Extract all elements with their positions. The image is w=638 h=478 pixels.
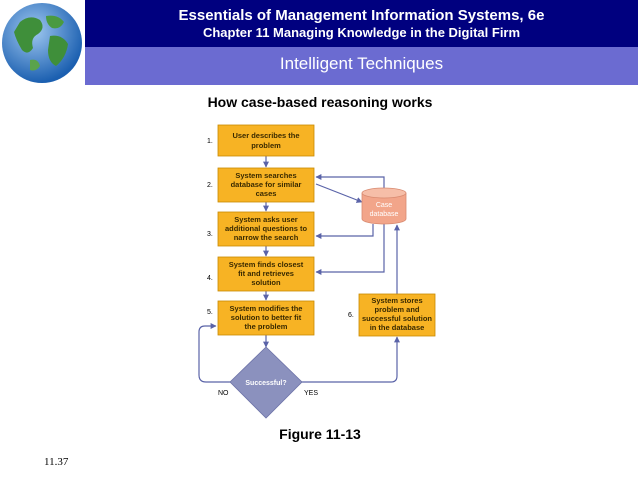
step-5-line-1: System modifies the: [230, 304, 303, 313]
step-2-number: 2.: [207, 182, 213, 189]
step-1-line-1: User describes the: [232, 131, 299, 140]
figure-caption: Figure 11-13: [279, 426, 361, 442]
globe-icon: [0, 0, 85, 85]
step-box-4: System finds closest fit and retrieves s…: [217, 256, 315, 292]
step-box-2: System searches database for similar cas…: [217, 167, 315, 203]
branch-yes-label: YES: [304, 390, 318, 397]
step-1-line-2: problem: [251, 141, 281, 150]
chapter-title: Chapter 11 Managing Knowledge in the Dig…: [202, 25, 521, 40]
arrow-yes-step6: [300, 336, 400, 383]
step-box-6: System stores problem and successful sol…: [358, 293, 436, 337]
step-5-line-2: solution to better fit: [231, 313, 302, 322]
database-label-1: Case: [376, 202, 392, 209]
arrow-db-step2: [315, 174, 385, 188]
step-4-line-2: fit and retrieves: [238, 269, 294, 278]
step-5-number: 5.: [207, 309, 213, 316]
header-band: [0, 0, 638, 47]
step-4-number: 4.: [207, 275, 213, 282]
decision-label: Successful?: [245, 380, 286, 387]
step-box-5: System modifies the solution to better f…: [217, 300, 315, 336]
step-6-line-4: in the database: [370, 323, 425, 332]
step-1-number: 1.: [207, 138, 213, 145]
course-title: Essentials of Management Information Sys…: [178, 7, 545, 24]
step-5-line-3: the problem: [245, 322, 288, 331]
arrow-no-loop: [198, 323, 232, 383]
case-database-icon: Case database: [361, 187, 407, 225]
database-label-2: database: [370, 211, 399, 218]
slide-number: 11.37: [44, 456, 69, 468]
branch-no-label: NO: [218, 390, 229, 397]
step-6-line-1: System stores: [371, 296, 422, 305]
step-6-line-3: successful solution: [362, 314, 432, 323]
step-3-line-3: narrow the search: [234, 233, 299, 242]
step-6-number: 6.: [348, 312, 354, 319]
decision-diamond: Successful?: [229, 346, 303, 419]
step-4-line-1: System finds closest: [229, 260, 304, 269]
connectors: [198, 156, 400, 383]
section-title: Intelligent Techniques: [279, 54, 444, 73]
diagram-title: How case-based reasoning works: [207, 94, 433, 110]
step-4-line-3: solution: [251, 278, 281, 287]
arrow-db-step4: [315, 224, 385, 275]
step-2-line-3: cases: [256, 189, 277, 198]
step-3-number: 3.: [207, 231, 213, 238]
step-box-1: User describes the problem: [217, 124, 315, 157]
step-box-3: System asks user additional questions to…: [217, 211, 315, 247]
step-3-line-1: System asks user: [234, 215, 297, 224]
step-2-line-1: System searches: [235, 171, 296, 180]
step-2-line-2: database for similar: [231, 180, 302, 189]
arrow-step2-db: [315, 183, 363, 203]
section-band: [0, 47, 638, 85]
step-3-line-2: additional questions to: [225, 224, 308, 233]
step-6-line-2: problem and: [374, 305, 419, 314]
arrow-db-step3: [315, 224, 374, 239]
